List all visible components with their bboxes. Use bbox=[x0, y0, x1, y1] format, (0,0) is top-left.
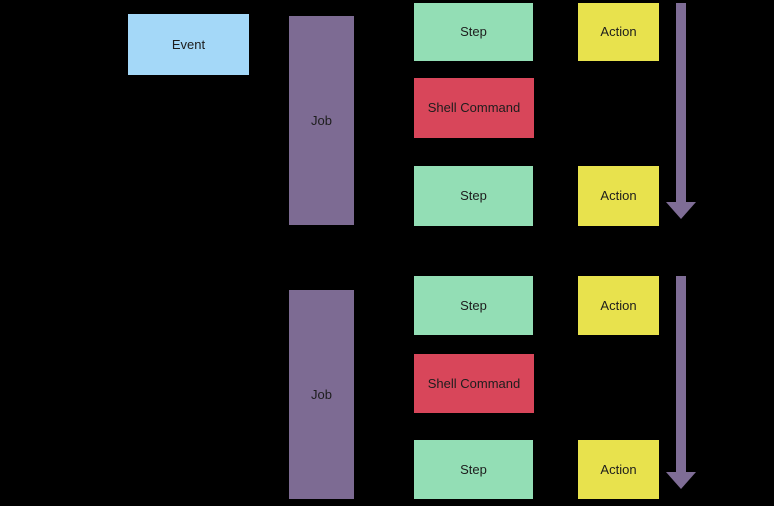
arrow-down-icon bbox=[666, 202, 696, 219]
arrow-shaft bbox=[676, 3, 686, 202]
step-label: Step bbox=[460, 24, 487, 40]
step-label: Step bbox=[460, 461, 487, 477]
step-node-2: Step bbox=[414, 166, 533, 226]
action-node-3: Action bbox=[578, 276, 659, 335]
shell-command-label: Shell Command bbox=[427, 375, 521, 391]
action-node-1: Action bbox=[578, 3, 659, 61]
shell-command-label: Shell Command bbox=[427, 100, 521, 116]
step-label: Step bbox=[460, 297, 487, 313]
action-node-4: Action bbox=[578, 440, 659, 499]
step-label: Step bbox=[460, 188, 487, 204]
action-node-2: Action bbox=[578, 166, 659, 226]
arrow-down-icon bbox=[666, 472, 696, 489]
step-node-1: Step bbox=[414, 3, 533, 61]
action-label: Action bbox=[600, 24, 637, 40]
job-node-1: Job bbox=[289, 16, 354, 225]
job-label: Job bbox=[311, 386, 332, 402]
action-label: Action bbox=[600, 297, 637, 313]
arrow-shaft bbox=[676, 276, 686, 472]
step-node-4: Step bbox=[414, 440, 533, 499]
event-node: Event bbox=[128, 14, 249, 75]
step-node-3: Step bbox=[414, 276, 533, 335]
shell-command-node-2: Shell Command bbox=[414, 354, 534, 413]
job-label: Job bbox=[311, 112, 332, 128]
event-label: Event bbox=[171, 36, 206, 52]
job-node-2: Job bbox=[289, 290, 354, 499]
action-label: Action bbox=[600, 461, 637, 477]
action-label: Action bbox=[600, 188, 637, 204]
shell-command-node-1: Shell Command bbox=[414, 78, 534, 138]
